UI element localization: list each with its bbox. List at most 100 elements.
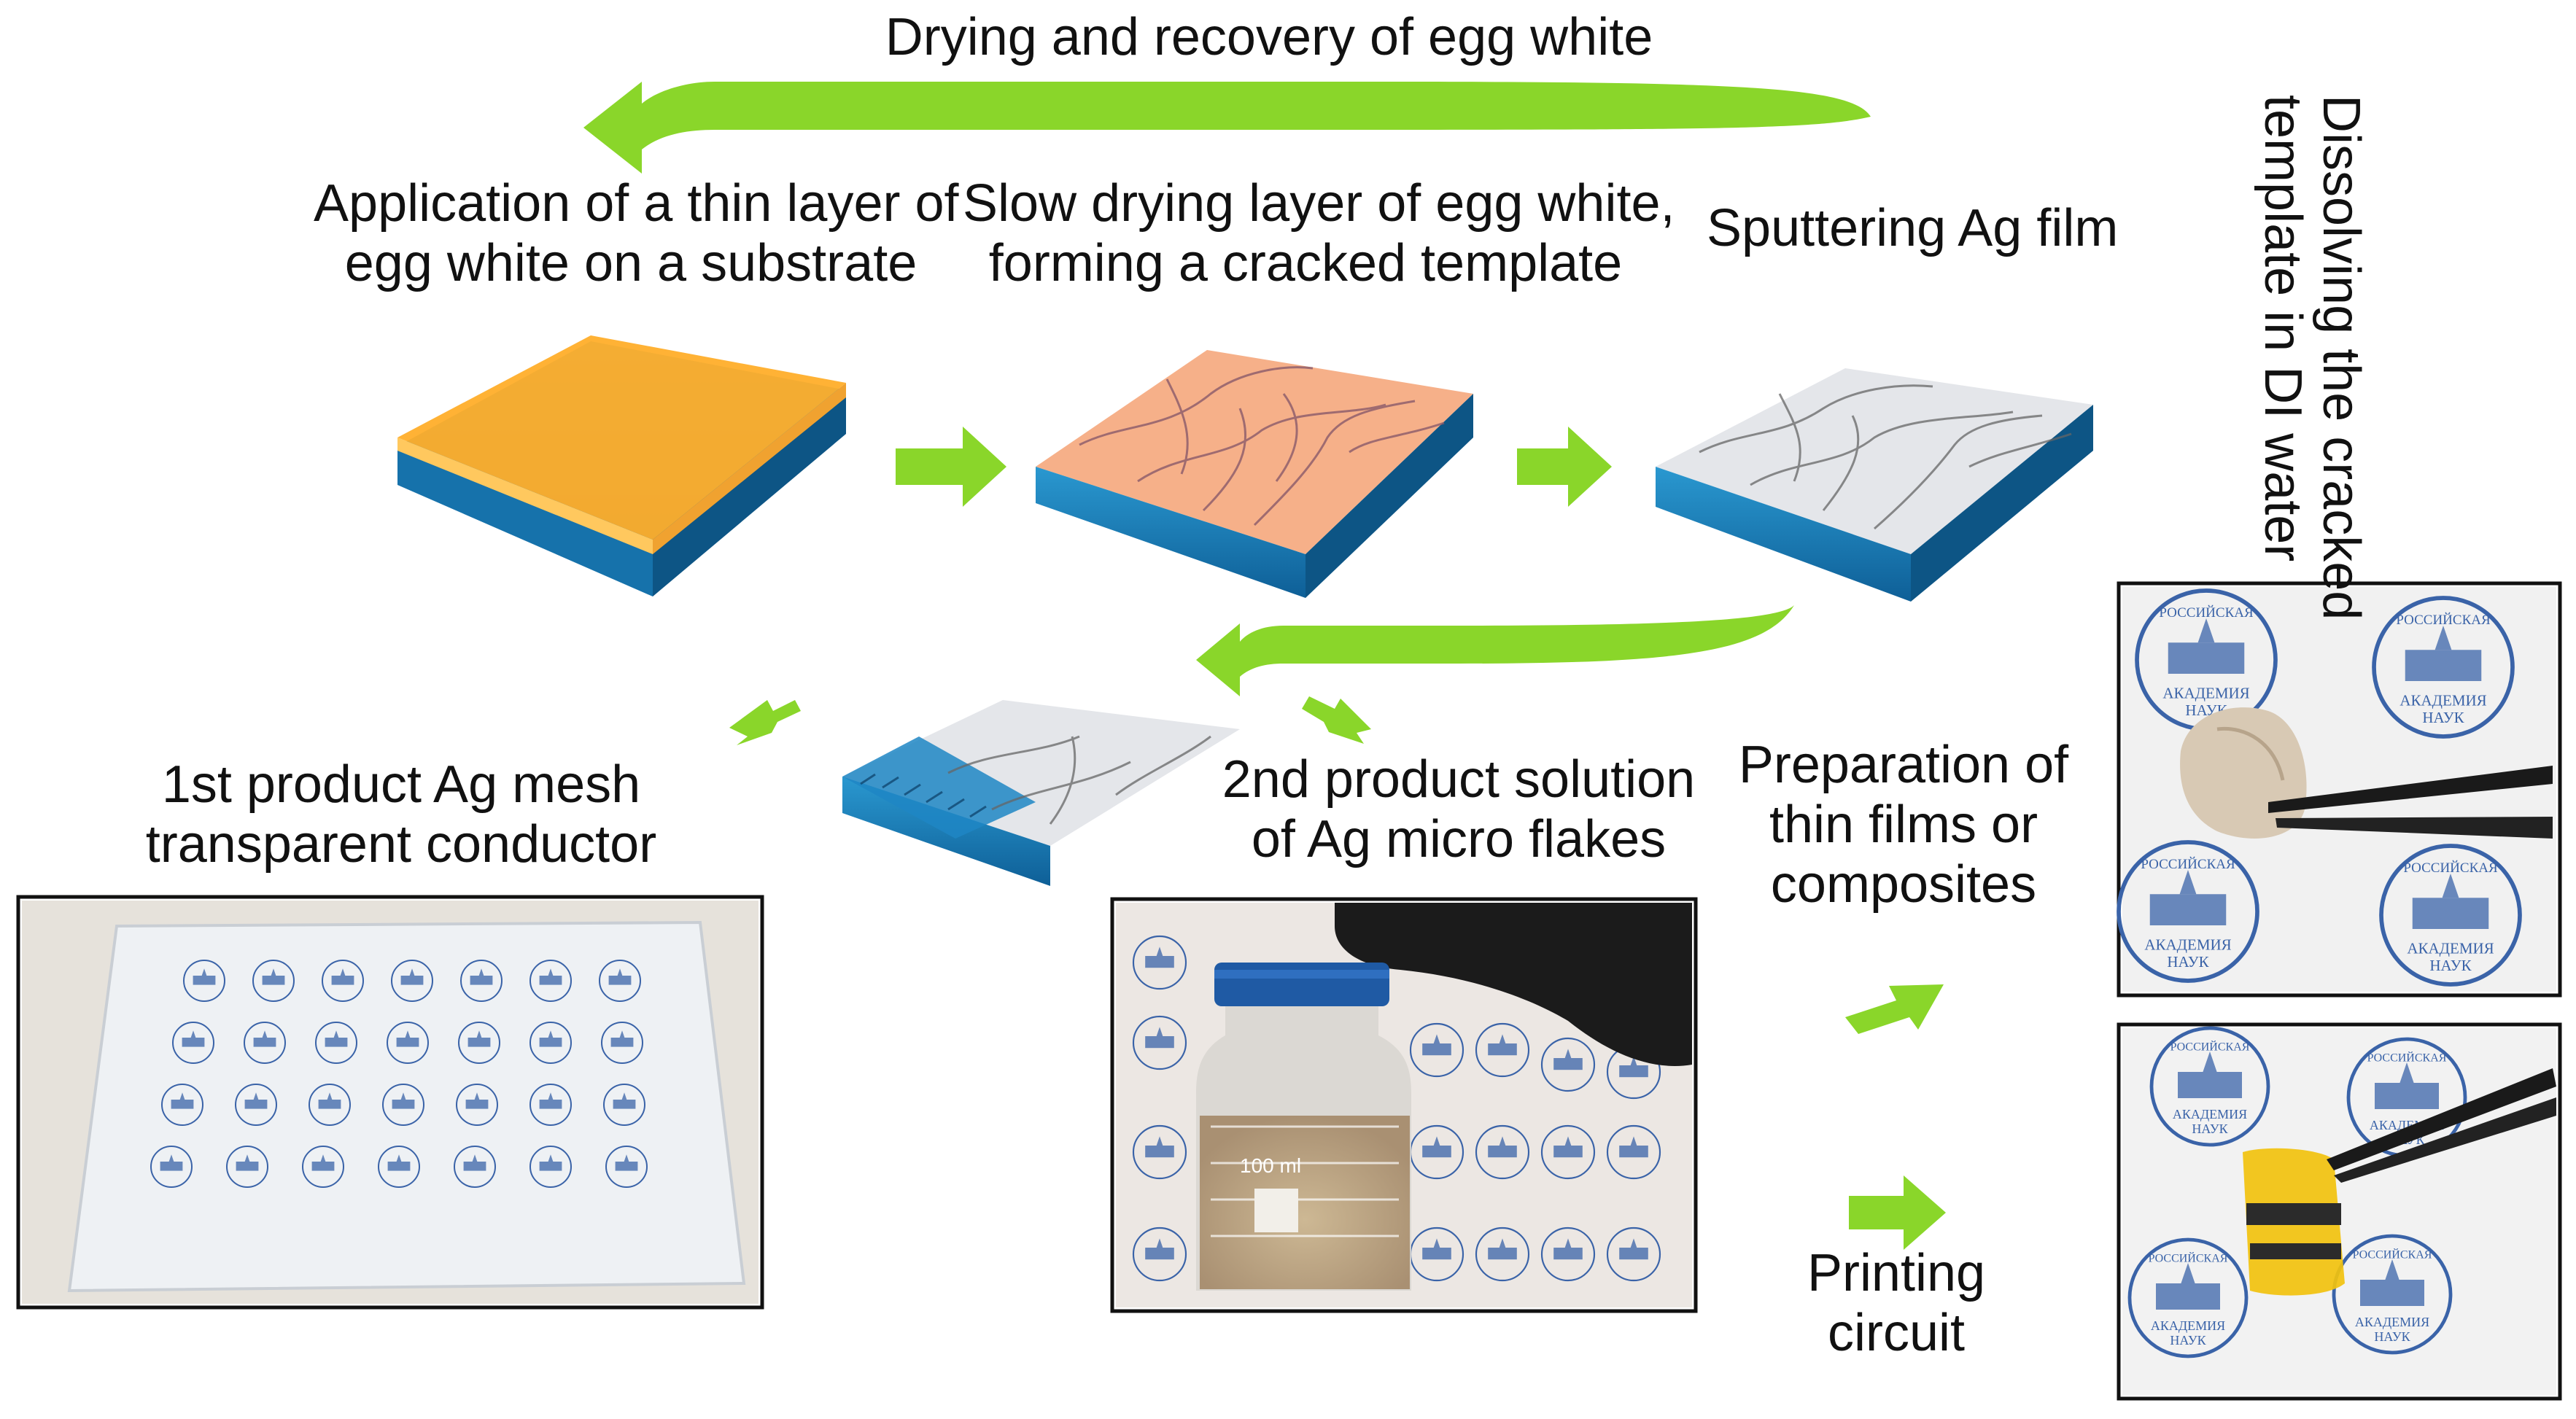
step-3-label: Sputtering Ag film: [1707, 199, 2119, 257]
step-2-line-2: forming a cracked template: [988, 234, 1623, 292]
svg-text:НАУК: НАУК: [2429, 957, 2472, 974]
product-1-line-2: transparent conductor: [145, 815, 657, 874]
svg-text:НАУК: НАУК: [2167, 953, 2209, 971]
dissolve-line-2: template in DI water: [2254, 95, 2312, 562]
academy-seal-icon: [391, 960, 433, 1002]
dissolve-label: Dissolving the cracked template in DI wa…: [2254, 95, 2378, 620]
academy-seal-icon: [1132, 1015, 1187, 1070]
step-2-label: Slow drying layer of egg white, forming …: [963, 174, 1675, 293]
slab-cracked-template: [1036, 350, 1473, 598]
svg-text:АКАДЕМИЯ: АКАДЕМИЯ: [2355, 1315, 2429, 1329]
academy-seal-icon: [183, 960, 225, 1002]
academy-seal-icon: [322, 960, 364, 1002]
academy-seal-icon: [454, 1146, 496, 1188]
svg-text:РОССИЙСКАЯ: РОССИЙСКАЯ: [2367, 1050, 2447, 1064]
svg-text:НАУК: НАУК: [2422, 709, 2464, 726]
academy-seal-icon: [172, 1022, 214, 1064]
step-1-label: Application of a thin layer of egg white…: [314, 174, 959, 293]
academy-seal-icon: [387, 1022, 429, 1064]
svg-text:РОССИЙСКАЯ: РОССИЙСКАЯ: [2170, 1039, 2250, 1053]
svg-text:РОССИЙСКАЯ: РОССИЙСКАЯ: [2141, 857, 2235, 872]
academy-seal-icon: [235, 1084, 277, 1126]
academy-seal-icon: [1540, 1124, 1596, 1180]
printing-line-2: circuit: [1827, 1304, 1965, 1362]
academy-seal-icon: [378, 1146, 420, 1188]
svg-text:АКАДЕМИЯ: АКАДЕМИЯ: [2400, 691, 2486, 709]
step-1-line-2: egg white on a substrate: [344, 234, 917, 292]
academy-seal-icon: [1540, 1226, 1596, 1282]
films-line-1: Preparation of: [1738, 736, 2069, 794]
academy-seal-icon: [150, 1146, 193, 1188]
svg-text:АКАДЕМИЯ: АКАДЕМИЯ: [2173, 1107, 2247, 1121]
academy-seal-icon: [1540, 1037, 1596, 1092]
product-2-line-1: 2nd product solution: [1222, 750, 1696, 809]
svg-text:НАУК: НАУК: [2192, 1121, 2228, 1136]
svg-text:АКАДЕМИЯ: АКАДЕМИЯ: [2407, 939, 2494, 957]
product-2-label: 2nd product solution of Ag micro flakes: [1211, 750, 1707, 869]
academy-seal-icon: [309, 1084, 351, 1126]
academy-seal-icon: [529, 1022, 572, 1064]
academy-seal-icon: [1606, 1226, 1661, 1282]
academy-seal-icon: [1409, 1022, 1464, 1078]
academy-seal-icon: [458, 1022, 500, 1064]
slab-dissolving: [842, 700, 1240, 886]
photo-ag-mesh: [16, 895, 764, 1310]
bottle-label: 100 ml: [1240, 1154, 1301, 1177]
step-2-line-1: Slow drying layer of egg white,: [963, 174, 1675, 233]
academy-seal-icon: [599, 960, 641, 1002]
svg-text:АКАДЕМИЯ: АКАДЕМИЯ: [2162, 684, 2249, 701]
photo-printed-circuit: АКАДЕМИЯНАУКРОССИЙСКАЯАКАДЕМИЯНАУКРОССИЙ…: [2117, 1022, 2562, 1401]
films-label: Preparation of thin films or composites: [1721, 735, 2086, 914]
arrow-step-1: [896, 427, 1006, 507]
films-line-2: thin films or: [1769, 796, 2038, 854]
academy-seal-icon: [252, 960, 295, 1002]
academy-seal-icon: [1132, 1226, 1187, 1282]
product-1-line-1: 1st product Ag mesh: [161, 755, 641, 814]
academy-seal-icon: [605, 1146, 648, 1188]
dissolve-line-1: Dissolving the cracked: [2312, 95, 2370, 621]
product-1-label: 1st product Ag mesh transparent conducto…: [124, 755, 678, 874]
svg-text:РОССИЙСКАЯ: РОССИЙСКАЯ: [2149, 1251, 2228, 1264]
academy-seal-icon: [382, 1084, 424, 1126]
slab-egg-white: [397, 335, 846, 596]
svg-text:НАУК: НАУК: [2374, 1329, 2410, 1344]
academy-seal-icon: [603, 1084, 645, 1126]
return-arrow: [1196, 605, 1794, 696]
academy-seal-icon: [1475, 1124, 1530, 1180]
step-1-line-1: Application of a thin layer of: [314, 174, 959, 233]
arrow-step-2: [1517, 427, 1612, 507]
academy-seal-icon: [226, 1146, 268, 1188]
svg-text:РОССИЙСКАЯ: РОССИЙСКАЯ: [2403, 860, 2498, 876]
svg-text:РОССИЙСКАЯ: РОССИЙСКАЯ: [2353, 1247, 2432, 1261]
printing-line-1: Printing: [1807, 1244, 1986, 1302]
svg-text:РОССИЙСКАЯ: РОССИЙСКАЯ: [2159, 605, 2254, 621]
svg-text:РОССИЙСКАЯ: РОССИЙСКАЯ: [2396, 613, 2491, 628]
academy-seal-icon: [1475, 1226, 1530, 1282]
academy-seal-icon: [302, 1146, 344, 1188]
academy-seal-icon: [529, 1084, 572, 1126]
academy-seal-icon: [1132, 1124, 1187, 1180]
academy-seal-icon: [1606, 1124, 1661, 1180]
academy-seal-icon: [529, 1146, 572, 1188]
arrow-to-films: [1845, 984, 1944, 1034]
academy-seal-icon: [529, 960, 572, 1002]
recycle-label: Drying and recovery of egg white: [885, 8, 1653, 66]
academy-seal-icon: [161, 1084, 203, 1126]
academy-seal-icon: [244, 1022, 286, 1064]
arrow-to-product-2: [1302, 696, 1371, 744]
svg-text:АКАДЕМИЯ: АКАДЕМИЯ: [2144, 936, 2231, 953]
slab-sputtered-ag: [1656, 368, 2093, 602]
films-line-3: composites: [1770, 855, 2037, 914]
svg-text:АКАДЕМИЯ: АКАДЕМИЯ: [2151, 1318, 2225, 1333]
product-2-line-2: of Ag micro flakes: [1251, 810, 1667, 868]
svg-text:НАУК: НАУК: [2170, 1333, 2206, 1348]
photo-ag-flakes-bottle: 100 ml: [1110, 897, 1698, 1313]
arrow-to-product-1: [729, 700, 801, 745]
